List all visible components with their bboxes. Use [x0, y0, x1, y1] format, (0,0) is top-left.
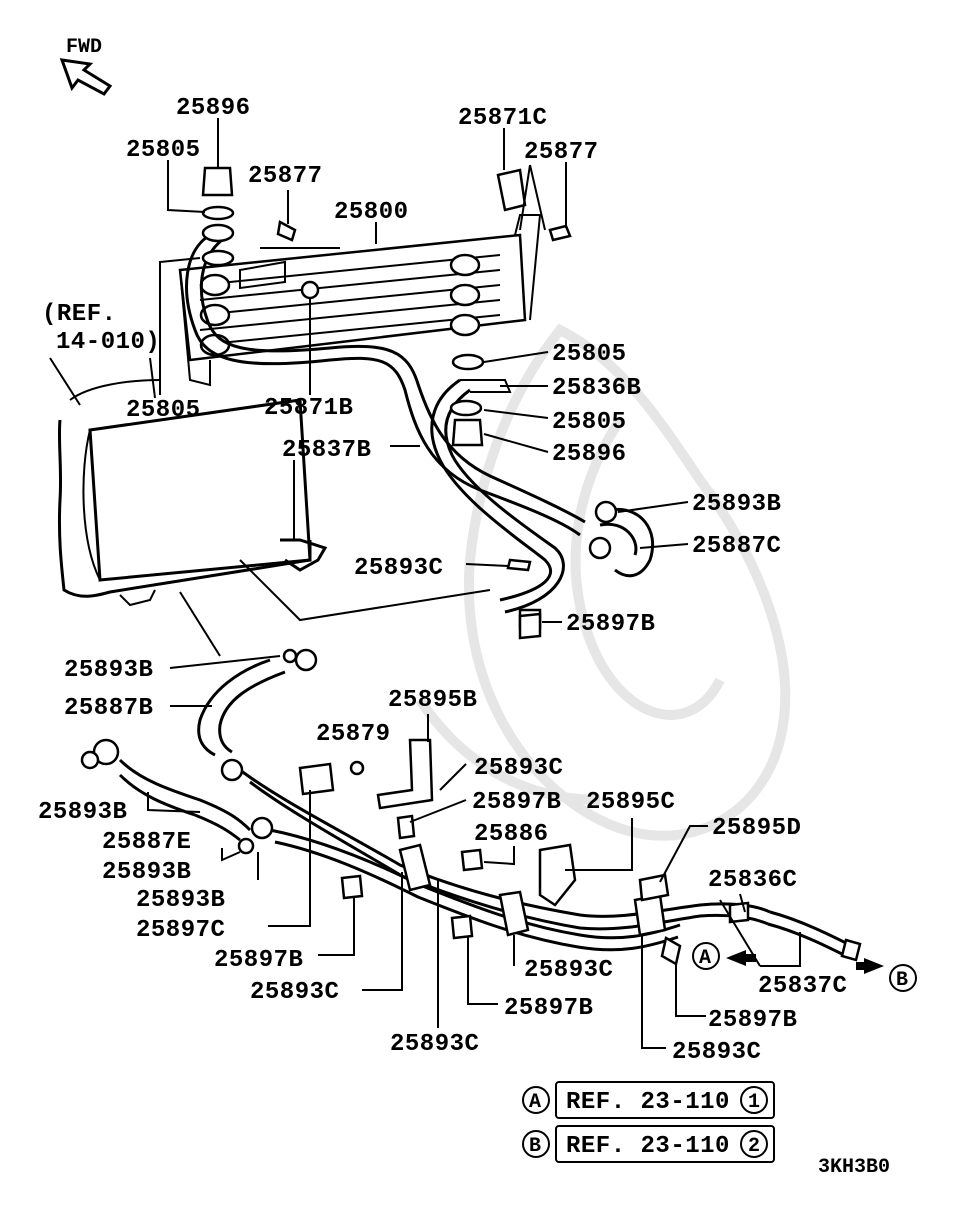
label-25893B-left: 25893B [64, 657, 153, 684]
label-25893C-c: 25893C [524, 957, 613, 984]
label-25893B-r: 25893B [692, 491, 781, 518]
callout-a-letter: A [699, 947, 711, 970]
ref-row-a-text: REF. 23-110 [566, 1089, 730, 1116]
label-25886: 25886 [474, 821, 549, 848]
watermark [415, 323, 791, 841]
radiator [57, 379, 328, 607]
figure-code: 3KH3B0 [818, 1156, 890, 1179]
fittings-top [201, 166, 572, 267]
label-25887B: 25887B [64, 695, 153, 722]
label-25893B-l4: 25893B [136, 887, 225, 914]
label-25879: 25879 [316, 721, 391, 748]
label-25893C-b: 25893C [390, 1031, 479, 1058]
label-25893C-mid: 25893C [354, 555, 443, 582]
label-25871C: 25871C [458, 105, 547, 132]
label-25837B: 25837B [282, 437, 371, 464]
label-25893B-l3: 25893B [102, 859, 191, 886]
leader-lines [147, 118, 801, 1049]
label-25805-r1: 25805 [552, 341, 627, 368]
ref-row-b-marker: B [529, 1135, 541, 1158]
ref-row-b-num: 2 [748, 1135, 760, 1158]
label-25893C-l: 25893C [250, 979, 339, 1006]
callout-b-circle [889, 964, 917, 992]
label-25805-r2: 25805 [552, 409, 627, 436]
fwd-label: FWD [66, 36, 102, 59]
part-labels: 25896 25805 25877 25800 25871C 25877 258… [38, 95, 847, 1066]
arrow-b-icon [856, 958, 884, 974]
label-25896-top: 25896 [176, 95, 251, 122]
ref-row-a-num: 1 [748, 1091, 760, 1114]
ref-radiator-line1: (REF. [42, 301, 117, 328]
label-25893C-a: 25893C [474, 755, 563, 782]
lower-pipes [80, 738, 862, 962]
hose-25837B [185, 233, 586, 537]
hose-25887B [197, 648, 318, 757]
label-25896-r: 25896 [552, 441, 627, 468]
ref-row-b-text: REF. 23-110 [566, 1133, 730, 1160]
label-25895B: 25895B [388, 687, 477, 714]
label-25897B-r: 25897B [708, 1007, 797, 1034]
label-25887E: 25887E [102, 829, 191, 856]
label-25893B-l2: 25893B [38, 799, 127, 826]
arrow-a-icon [726, 950, 756, 966]
label-25895D: 25895D [712, 815, 801, 842]
fwd-arrow-icon [59, 58, 113, 96]
label-25887C: 25887C [692, 533, 781, 560]
label-25895C: 25895C [586, 789, 675, 816]
fittings-right [449, 353, 485, 447]
brackets-lower [298, 612, 750, 966]
ref-row-a-marker: A [529, 1091, 541, 1114]
label-25897B-mid: 25897B [566, 611, 655, 638]
label-25897B-l: 25897B [214, 947, 303, 974]
label-25836C: 25836C [708, 867, 797, 894]
label-25877-left: 25877 [248, 163, 323, 190]
label-25897C: 25897C [136, 917, 225, 944]
label-25800: 25800 [334, 199, 409, 226]
callout-b-letter: B [896, 969, 908, 992]
label-25805-top: 25805 [126, 137, 201, 164]
oil-cooler [178, 214, 542, 387]
label-25871B: 25871B [264, 395, 353, 422]
ref-row-b: B REF. 23-110 2 [522, 1125, 775, 1163]
leader-ref2 [149, 357, 156, 399]
label-25877-right: 25877 [524, 139, 599, 166]
label-25836B: 25836B [552, 375, 641, 402]
ref-table: A REF. 23-110 1 B REF. 23-110 2 [522, 1081, 775, 1163]
label-25897B-b: 25897B [504, 995, 593, 1022]
callout-a-circle [692, 942, 720, 970]
label-25897B-a: 25897B [472, 789, 561, 816]
ref-row-a: A REF. 23-110 1 [522, 1081, 775, 1119]
leader-ref [49, 357, 81, 406]
label-25805-left: 25805 [126, 397, 201, 424]
label-25837C: 25837C [758, 973, 847, 1000]
ref-radiator-line2: 14-010) [56, 329, 160, 356]
label-25893C-r: 25893C [672, 1039, 761, 1066]
